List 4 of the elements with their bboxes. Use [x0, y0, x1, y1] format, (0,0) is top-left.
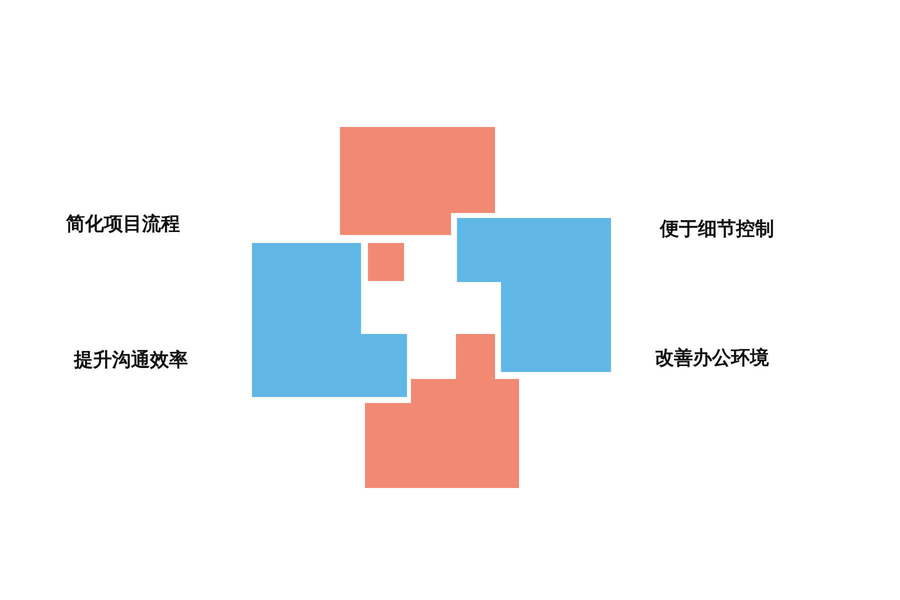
- feature-label: 便于细节控制: [660, 217, 774, 242]
- feature-label: 简化项目流程: [66, 212, 180, 237]
- feature-label: 提升沟通效率: [74, 348, 188, 373]
- feature-label: 改善办公环境: [655, 346, 769, 371]
